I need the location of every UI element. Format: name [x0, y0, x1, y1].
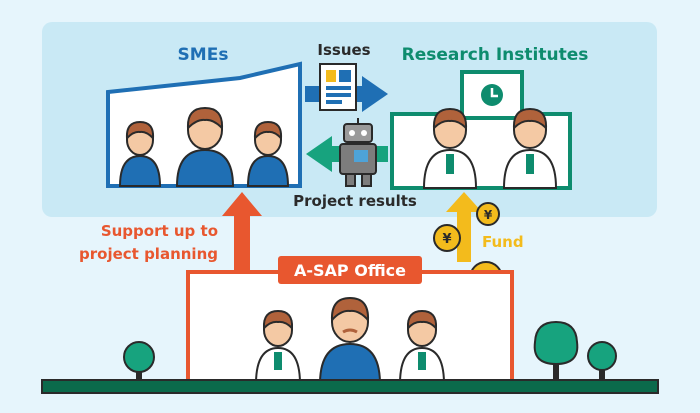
- tree-icon: [587, 341, 617, 382]
- support-label-line1: Support up to: [101, 222, 218, 240]
- institutes-label: Research Institutes: [402, 45, 589, 65]
- svg-text:¥: ¥: [442, 232, 451, 247]
- smes-label: SMEs: [178, 45, 229, 65]
- tree-icon: [533, 320, 579, 382]
- issues-label: Issues: [317, 41, 370, 59]
- clock-icon: [481, 84, 503, 106]
- tree-icon: [123, 341, 155, 382]
- support-label-line2: project planning: [79, 245, 218, 263]
- fund-arrow: [446, 192, 482, 262]
- office-sign: [278, 256, 422, 284]
- ground: [41, 379, 659, 394]
- office-label: A-SAP Office: [294, 261, 406, 280]
- document-icon: [319, 63, 357, 111]
- support-arrow: [222, 192, 262, 275]
- institutes-staff: [422, 107, 558, 189]
- office-staff: [254, 296, 446, 385]
- svg-text:¥: ¥: [484, 208, 493, 222]
- fund-label: Fund: [482, 233, 524, 251]
- results-label: Project results: [293, 192, 417, 210]
- robot-icon: [339, 118, 377, 187]
- smes-staff: [118, 106, 290, 187]
